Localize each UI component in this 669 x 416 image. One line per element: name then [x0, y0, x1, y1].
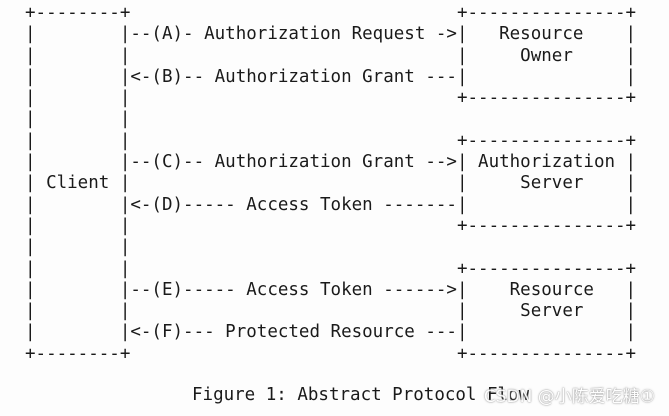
- protocol-flow-diagram: +--------+ +---------------+| |--(A)- Au…: [25, 3, 636, 365]
- figure-caption: Figure 1: Abstract Protocol Flow: [192, 385, 530, 405]
- diagram-line: +--------+ +---------------+: [25, 343, 637, 364]
- diagram-line: | |--(C)-- Authorization Grant -->| Auth…: [25, 152, 637, 173]
- diagram-line: +--------+ +---------------+: [25, 3, 637, 23]
- diagram-line: | |--(E)----- Access Token ------>| Reso…: [25, 279, 637, 300]
- diagram-line: | |--(A)- Authorization Request ->| Reso…: [25, 24, 637, 45]
- diagram-line: | |: [25, 237, 131, 258]
- diagram-line: | | +---------------+: [25, 258, 637, 279]
- diagram-line: | | | Owner |: [25, 45, 637, 66]
- diagram-line: | |<-(F)--- Protected Resource ---| |: [25, 322, 637, 343]
- diagram-line: | | | Server |: [25, 301, 637, 322]
- diagram-line: | | +---------------+: [25, 88, 637, 109]
- watermark: CSDN @小陈爱吃糖①: [483, 387, 655, 407]
- diagram-line: | |: [25, 109, 131, 130]
- diagram-line: | |<-(B)-- Authorization Grant ---| |: [25, 66, 637, 87]
- diagram-line: | | +---------------+: [25, 215, 637, 236]
- diagram-line: | Client | | Server |: [25, 173, 637, 194]
- diagram-line: | |<-(D)----- Access Token -------| |: [25, 194, 637, 215]
- diagram-line: | | +---------------+: [25, 130, 637, 151]
